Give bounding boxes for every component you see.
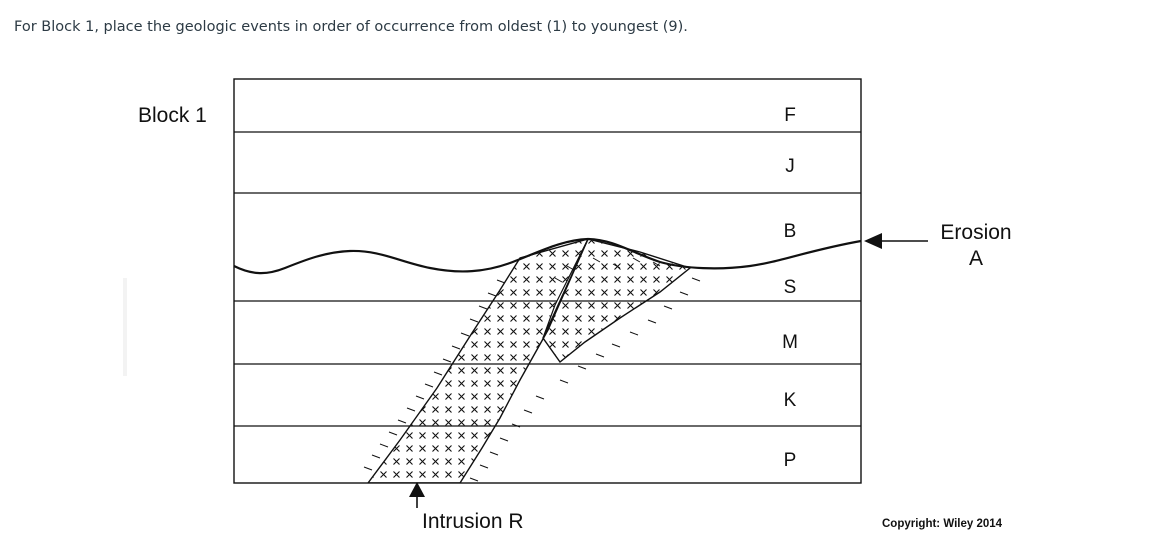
erosion-label: Erosion <box>940 221 1011 244</box>
intrusion-r-body <box>363 237 701 483</box>
layer-label-b: B <box>784 221 797 242</box>
erosion-arrow-icon <box>864 233 928 249</box>
layer-label-k: K <box>784 390 797 411</box>
layer-label-f: F <box>784 105 796 126</box>
layer-labels: F J B S M K P <box>782 105 798 471</box>
layer-label-j: J <box>785 156 795 177</box>
intrusion-wedge <box>542 238 589 339</box>
scroll-indicator <box>123 278 127 376</box>
layer-label-m: M <box>782 332 798 353</box>
contact-marks <box>363 257 701 482</box>
block-label: Block 1 <box>138 104 207 127</box>
layer-label-p: P <box>784 450 797 471</box>
intrusion-label: Intrusion R <box>422 510 524 533</box>
layer-label-s: S <box>784 277 797 298</box>
erosion-surface <box>233 237 862 275</box>
intrusion-arrow-icon <box>409 482 425 508</box>
question-text: For Block 1, place the geologic events i… <box>14 19 688 35</box>
erosion-letter: A <box>969 247 983 270</box>
intrusion-right-dike <box>542 238 692 364</box>
copyright-text: Copyright: Wiley 2014 <box>882 518 1003 530</box>
